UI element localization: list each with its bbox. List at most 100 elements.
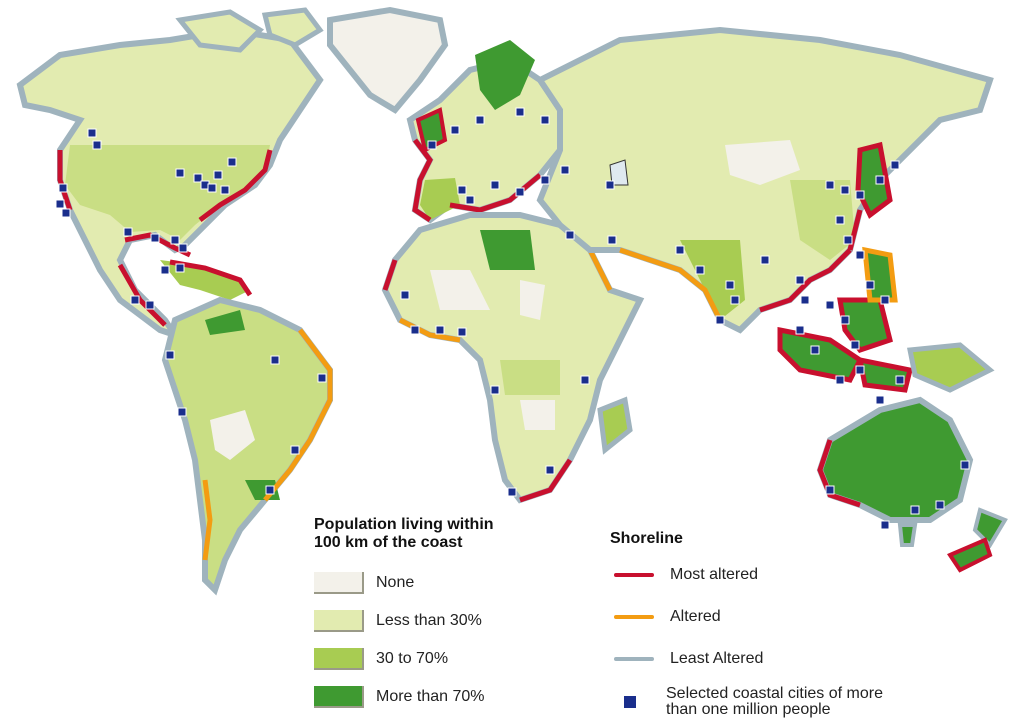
city-marker bbox=[130, 295, 140, 305]
city-marker bbox=[178, 243, 188, 253]
city-marker bbox=[265, 485, 275, 495]
legend-item-less-30: Less than 30% bbox=[314, 610, 482, 632]
legend-item-30-70: 30 to 70% bbox=[314, 648, 448, 670]
city-marker bbox=[855, 250, 865, 260]
city-marker bbox=[895, 375, 905, 385]
city-marker bbox=[465, 195, 475, 205]
legend-label-30-70: 30 to 70% bbox=[376, 650, 449, 667]
cities-legend-line2: than one million people bbox=[666, 701, 831, 718]
city-marker bbox=[715, 315, 725, 325]
cities-legend-text: Selected coastal cities of more than one… bbox=[666, 686, 883, 718]
legend-label-most-altered: Most altered bbox=[670, 566, 759, 583]
city-marker bbox=[435, 325, 445, 335]
city-marker bbox=[515, 187, 525, 197]
city-marker bbox=[910, 505, 920, 515]
city-marker bbox=[675, 245, 685, 255]
city-marker bbox=[855, 365, 865, 375]
city-marker bbox=[457, 327, 467, 337]
city-marker bbox=[840, 185, 850, 195]
greenland bbox=[327, 6, 449, 114]
line-most-altered bbox=[614, 573, 654, 577]
city-marker bbox=[825, 180, 835, 190]
australia bbox=[816, 396, 1008, 573]
legend-item-most-altered: Most altered bbox=[614, 566, 758, 584]
city-marker bbox=[880, 295, 890, 305]
swatch-30-70 bbox=[314, 648, 364, 670]
line-altered bbox=[614, 615, 654, 619]
city-marker bbox=[87, 128, 97, 138]
city-marker bbox=[165, 350, 175, 360]
city-marker bbox=[835, 215, 845, 225]
city-marker bbox=[843, 235, 853, 245]
city-marker bbox=[123, 227, 133, 237]
legend-item-none: None bbox=[314, 572, 414, 594]
city-marker bbox=[475, 115, 485, 125]
legend-item-more-70: More than 70% bbox=[314, 686, 485, 708]
city-marker bbox=[507, 487, 517, 497]
city-marker bbox=[795, 275, 805, 285]
shoreline-legend-title: Shoreline bbox=[610, 530, 683, 547]
city-marker bbox=[840, 315, 850, 325]
city-marker bbox=[560, 165, 570, 175]
swatch-less-30 bbox=[314, 610, 364, 632]
city-marker-key bbox=[624, 696, 636, 708]
city-marker bbox=[207, 183, 217, 193]
europe bbox=[406, 40, 563, 224]
city-marker bbox=[865, 280, 875, 290]
city-marker bbox=[855, 190, 865, 200]
legend-label-least-altered: Least Altered bbox=[670, 650, 764, 667]
city-marker bbox=[545, 465, 555, 475]
city-marker bbox=[227, 157, 237, 167]
coastal-cities bbox=[55, 107, 970, 530]
legend-item-cities: Selected coastal cities of more than one… bbox=[624, 686, 883, 718]
swatch-none bbox=[314, 572, 364, 594]
legend-label-less-30: Less than 30% bbox=[376, 612, 482, 629]
city-marker bbox=[213, 170, 223, 180]
city-marker bbox=[935, 500, 945, 510]
city-marker bbox=[145, 300, 155, 310]
city-marker bbox=[270, 355, 280, 365]
city-marker bbox=[400, 290, 410, 300]
city-marker bbox=[825, 485, 835, 495]
south-america bbox=[161, 296, 333, 596]
city-marker bbox=[160, 265, 170, 275]
city-marker bbox=[92, 140, 102, 150]
city-marker bbox=[795, 325, 805, 335]
city-marker bbox=[800, 295, 810, 305]
city-marker bbox=[175, 263, 185, 273]
legend-label-more-70: More than 70% bbox=[376, 688, 485, 705]
city-marker bbox=[875, 175, 885, 185]
africa bbox=[381, 212, 645, 504]
city-marker bbox=[565, 230, 575, 240]
city-marker bbox=[607, 235, 617, 245]
city-marker bbox=[490, 385, 500, 395]
swatch-more-70 bbox=[314, 686, 364, 708]
city-marker bbox=[540, 115, 550, 125]
indonesia bbox=[777, 246, 995, 393]
city-marker bbox=[170, 235, 180, 245]
cities-legend-line1: Selected coastal cities of more bbox=[666, 685, 883, 702]
city-marker bbox=[61, 208, 71, 218]
city-marker bbox=[193, 173, 203, 183]
city-marker bbox=[760, 255, 770, 265]
city-marker bbox=[427, 140, 437, 150]
population-title-line2: 100 km of the coast bbox=[314, 534, 463, 551]
city-marker bbox=[515, 107, 525, 117]
city-marker bbox=[875, 395, 885, 405]
city-marker bbox=[880, 520, 890, 530]
city-marker bbox=[850, 340, 860, 350]
population-title-line1: Population living within bbox=[314, 516, 494, 533]
legend-item-altered: Altered bbox=[614, 608, 721, 626]
city-marker bbox=[55, 199, 65, 209]
line-least-altered bbox=[614, 657, 654, 661]
city-marker bbox=[725, 280, 735, 290]
city-marker bbox=[960, 460, 970, 470]
city-marker bbox=[58, 183, 68, 193]
population-legend-title: Population living within 100 km of the c… bbox=[314, 516, 494, 552]
city-marker bbox=[695, 265, 705, 275]
city-marker bbox=[150, 233, 160, 243]
city-marker bbox=[730, 295, 740, 305]
city-marker bbox=[317, 373, 327, 383]
asia bbox=[535, 26, 994, 334]
